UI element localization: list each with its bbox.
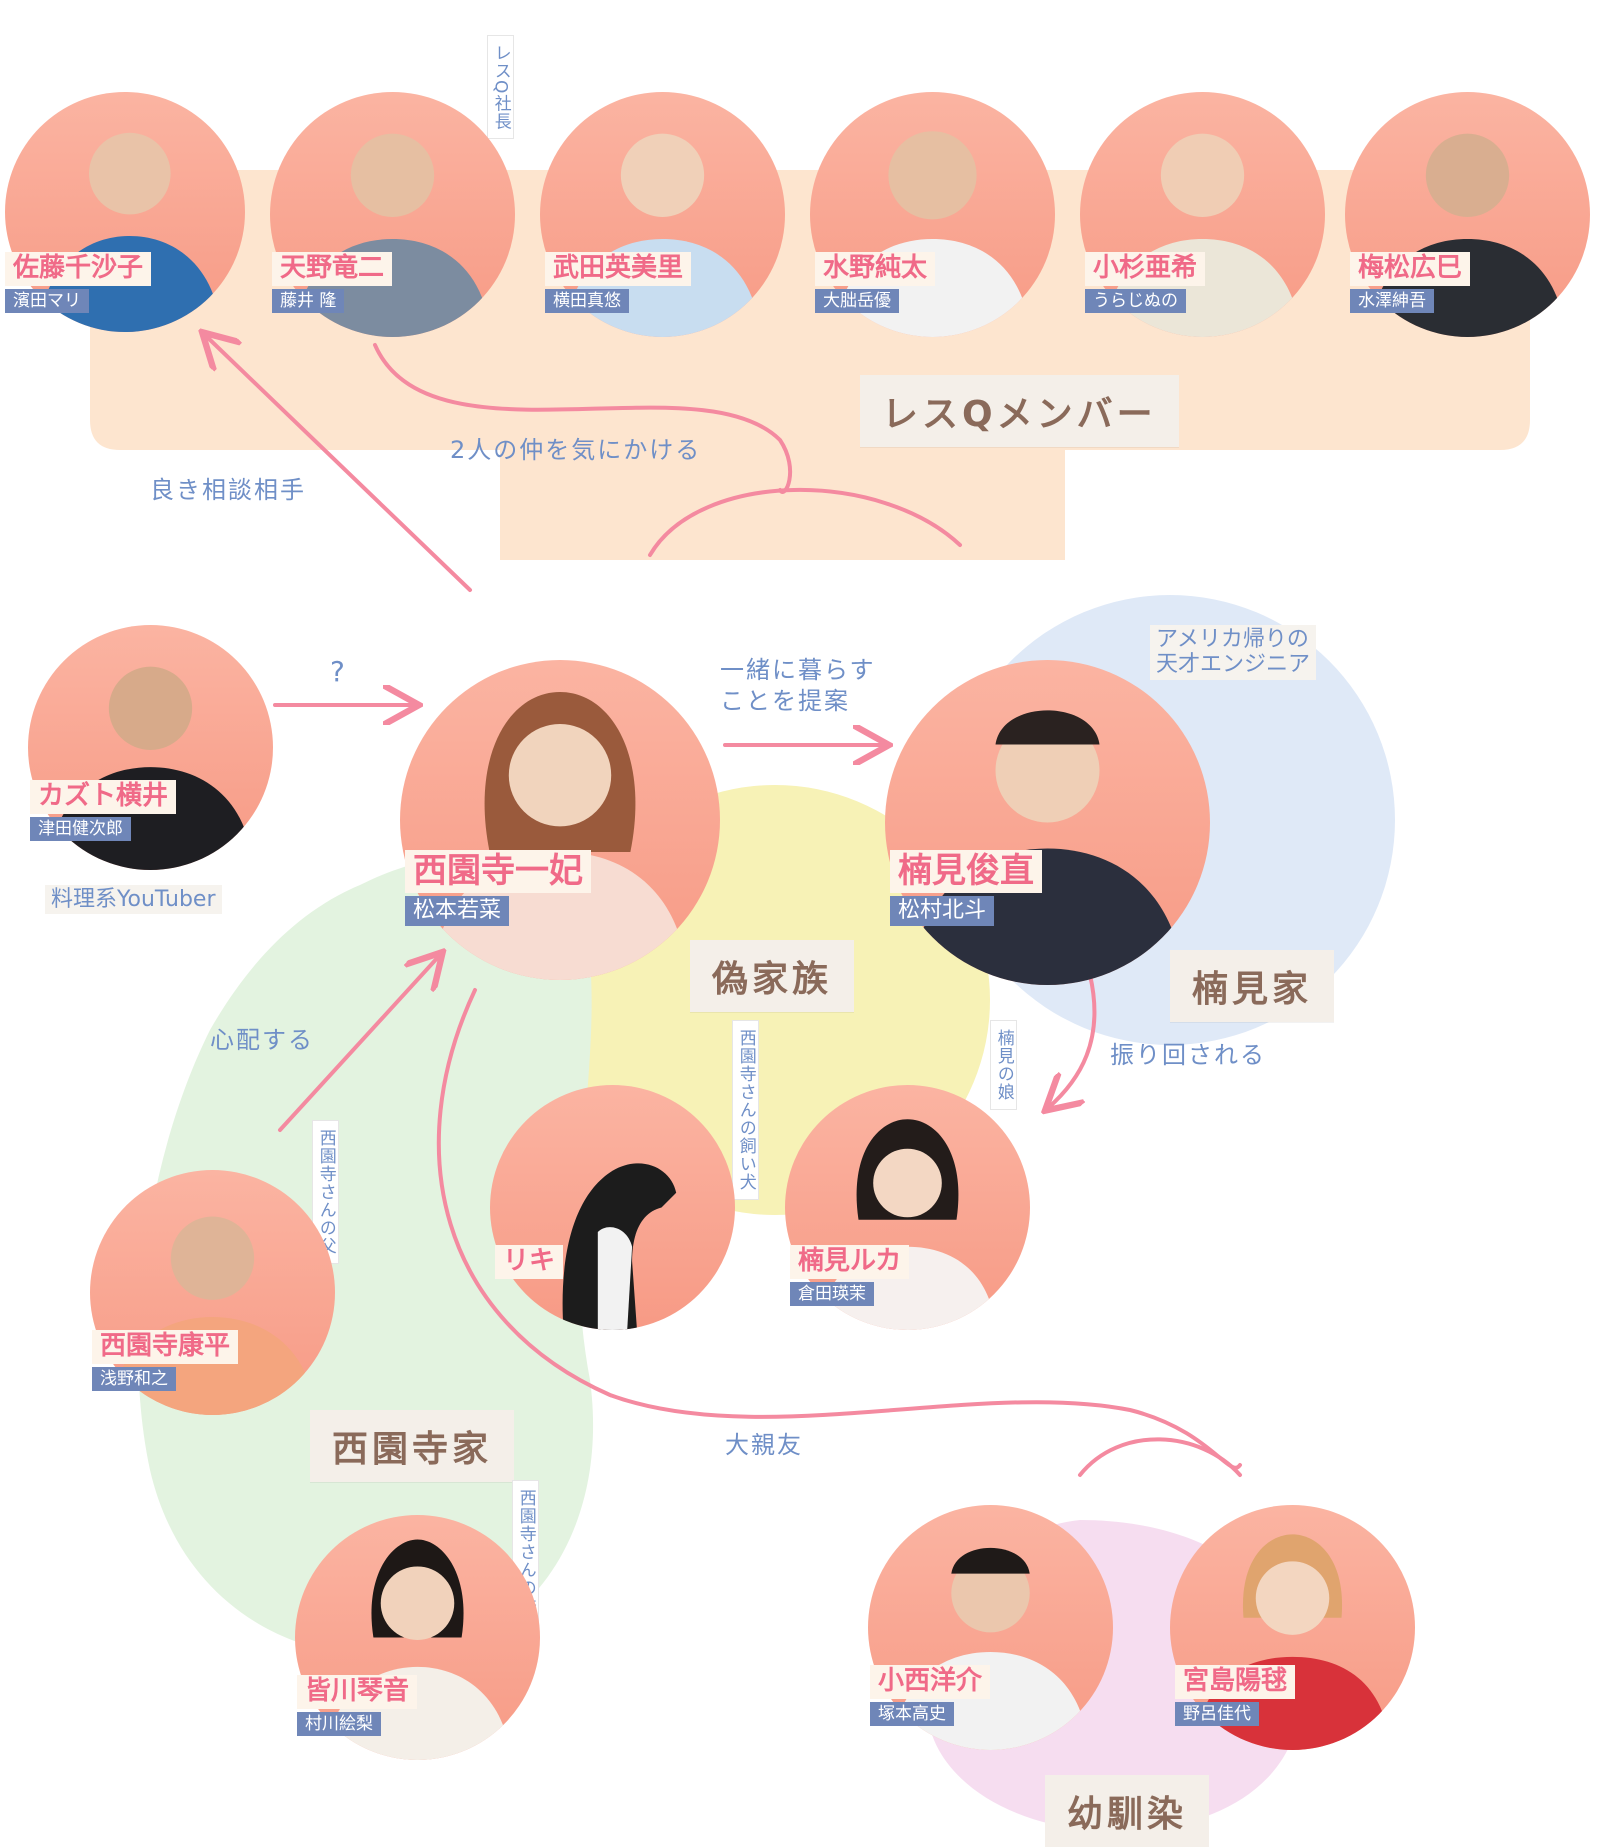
actor-name: うらじぬの [1085,288,1186,314]
person-kotone[interactable]: 皆川琴音 村川絵梨 [295,1515,540,1760]
actor-name: 野呂佳代 [1175,1701,1259,1727]
character-name: 水野純太 [815,252,936,286]
note-genius-engineer: アメリカ帰りの 天才エンジニア [1150,625,1317,680]
connector-childhood-friends [1078,1437,1242,1477]
person-mizuno[interactable]: 水野純太 大朏岳優 [810,92,1055,337]
character-name: 皆川琴音 [297,1675,418,1709]
note-daughter: 楠見の娘 [990,1020,1017,1110]
actor-name: 水澤紳吾 [1350,288,1434,314]
connector-worried [278,955,440,1132]
person-toshinao[interactable]: 楠見俊直 松村北斗 [885,660,1210,985]
group-label-saionji-family: 西園寺家 [310,1410,515,1482]
person-konishi[interactable]: 小西洋介 塚本高史 [868,1505,1113,1750]
actor-name: 塚本高史 [870,1701,954,1727]
dog-silhouette-icon [562,1163,677,1330]
actor-name: 津田健次郎 [30,816,131,842]
relation-propose-line1: 一緒に暮らす [720,656,876,684]
character-name: リキ [495,1245,564,1279]
character-name: 楠見ルカ [790,1245,910,1279]
person-takeda[interactable]: 武田英美里 横田真悠 [540,92,785,337]
relation-question: ? [330,655,347,688]
photo-toshinao [885,660,1210,985]
person-kazuki[interactable]: 西園寺一妃 松本若菜 [400,660,720,980]
character-name: 佐藤千沙子 [5,252,152,286]
actor-name: 浅野和之 [92,1366,176,1392]
person-kohei[interactable]: 西園寺康平 浅野和之 [90,1170,335,1415]
actor-name: 大朏岳優 [815,288,899,314]
relation-good-adviser: 良き相談相手 [150,476,306,504]
character-name: 楠見俊直 [890,850,1042,894]
connector-best-friend [436,988,1242,1470]
actor-name: 藤井 隆 [272,288,345,314]
character-name: 小杉亜希 [1085,252,1206,286]
connector-good-adviser [205,335,472,592]
connector-fake-family-arc [648,488,962,557]
character-name: 梅松広巳 [1350,252,1471,286]
note-dog: 西園寺さんの飼い犬 [732,1020,759,1200]
note-cooking-youtuber: 料理系YouTuber [45,885,222,915]
photo-miyajima [1170,1505,1415,1750]
person-miyajima[interactable]: 宮島陽毬 野呂佳代 [1170,1505,1415,1750]
actor-name: 倉田瑛茉 [790,1281,874,1307]
relation-swung-around: 振り回される [1110,1041,1266,1069]
group-label-resq: レスQメンバー [860,375,1179,447]
character-name: 小西洋介 [870,1665,991,1699]
relation-propose-line2: ことを提案 [720,687,850,716]
group-label-fake-family: 偽家族 [690,940,855,1012]
actor-name: 松村北斗 [890,896,995,927]
group-label-childhood-friends: 幼馴染 [1045,1775,1210,1847]
relation-best-friend: 大親友 [725,1431,803,1459]
photo-mizuno [810,92,1055,337]
note-genius-engineer-line2: 天才エンジニア [1156,652,1311,678]
character-name: 宮島陽毬 [1175,1665,1296,1699]
person-riki[interactable]: リキ [490,1085,735,1330]
person-kazuto[interactable]: カズト横井 津田健次郎 [28,625,273,870]
actor-name: 松本若菜 [405,896,510,927]
character-name: 武田英美里 [545,252,692,286]
person-amano[interactable]: 天野竜二 藤井 隆 [270,92,515,337]
person-kosugi[interactable]: 小杉亜希 うらじぬの [1080,92,1325,337]
person-ruka[interactable]: 楠見ルカ 倉田瑛茉 [785,1085,1030,1330]
group-label-kusumi-family: 楠見家 [1170,950,1335,1022]
note-genius-engineer-line1: アメリカ帰りの [1156,627,1309,652]
note-resq-president: レスQ社長 [487,35,514,140]
character-name: 天野竜二 [272,252,393,286]
connector-swung-around [1048,973,1097,1108]
portrait-silhouette-icon [432,692,688,980]
photo-riki [490,1085,735,1330]
character-name: カズト横井 [30,780,177,814]
person-umematsu[interactable]: 梅松広巳 水澤紳吾 [1345,92,1590,337]
photo-kazuki [400,660,720,980]
relation-worried: 心配する [210,1026,314,1054]
photo-kotone [295,1515,540,1760]
actor-name: 濱田マリ [5,288,89,314]
relation-propose: 一緒に暮らす ことを提案 [720,655,876,717]
actor-name: 村川絵梨 [297,1711,381,1737]
portrait-silhouette-icon [911,710,1184,985]
relation-care-about-two: 2人の仲を気にかける [450,436,702,464]
character-name: 西園寺一妃 [405,850,591,894]
actor-name: 横田真悠 [545,288,629,314]
connector-care-about-two [373,343,792,494]
person-sato[interactable]: 佐藤千沙子 濱田マリ [5,92,245,332]
character-name: 西園寺康平 [92,1330,239,1364]
